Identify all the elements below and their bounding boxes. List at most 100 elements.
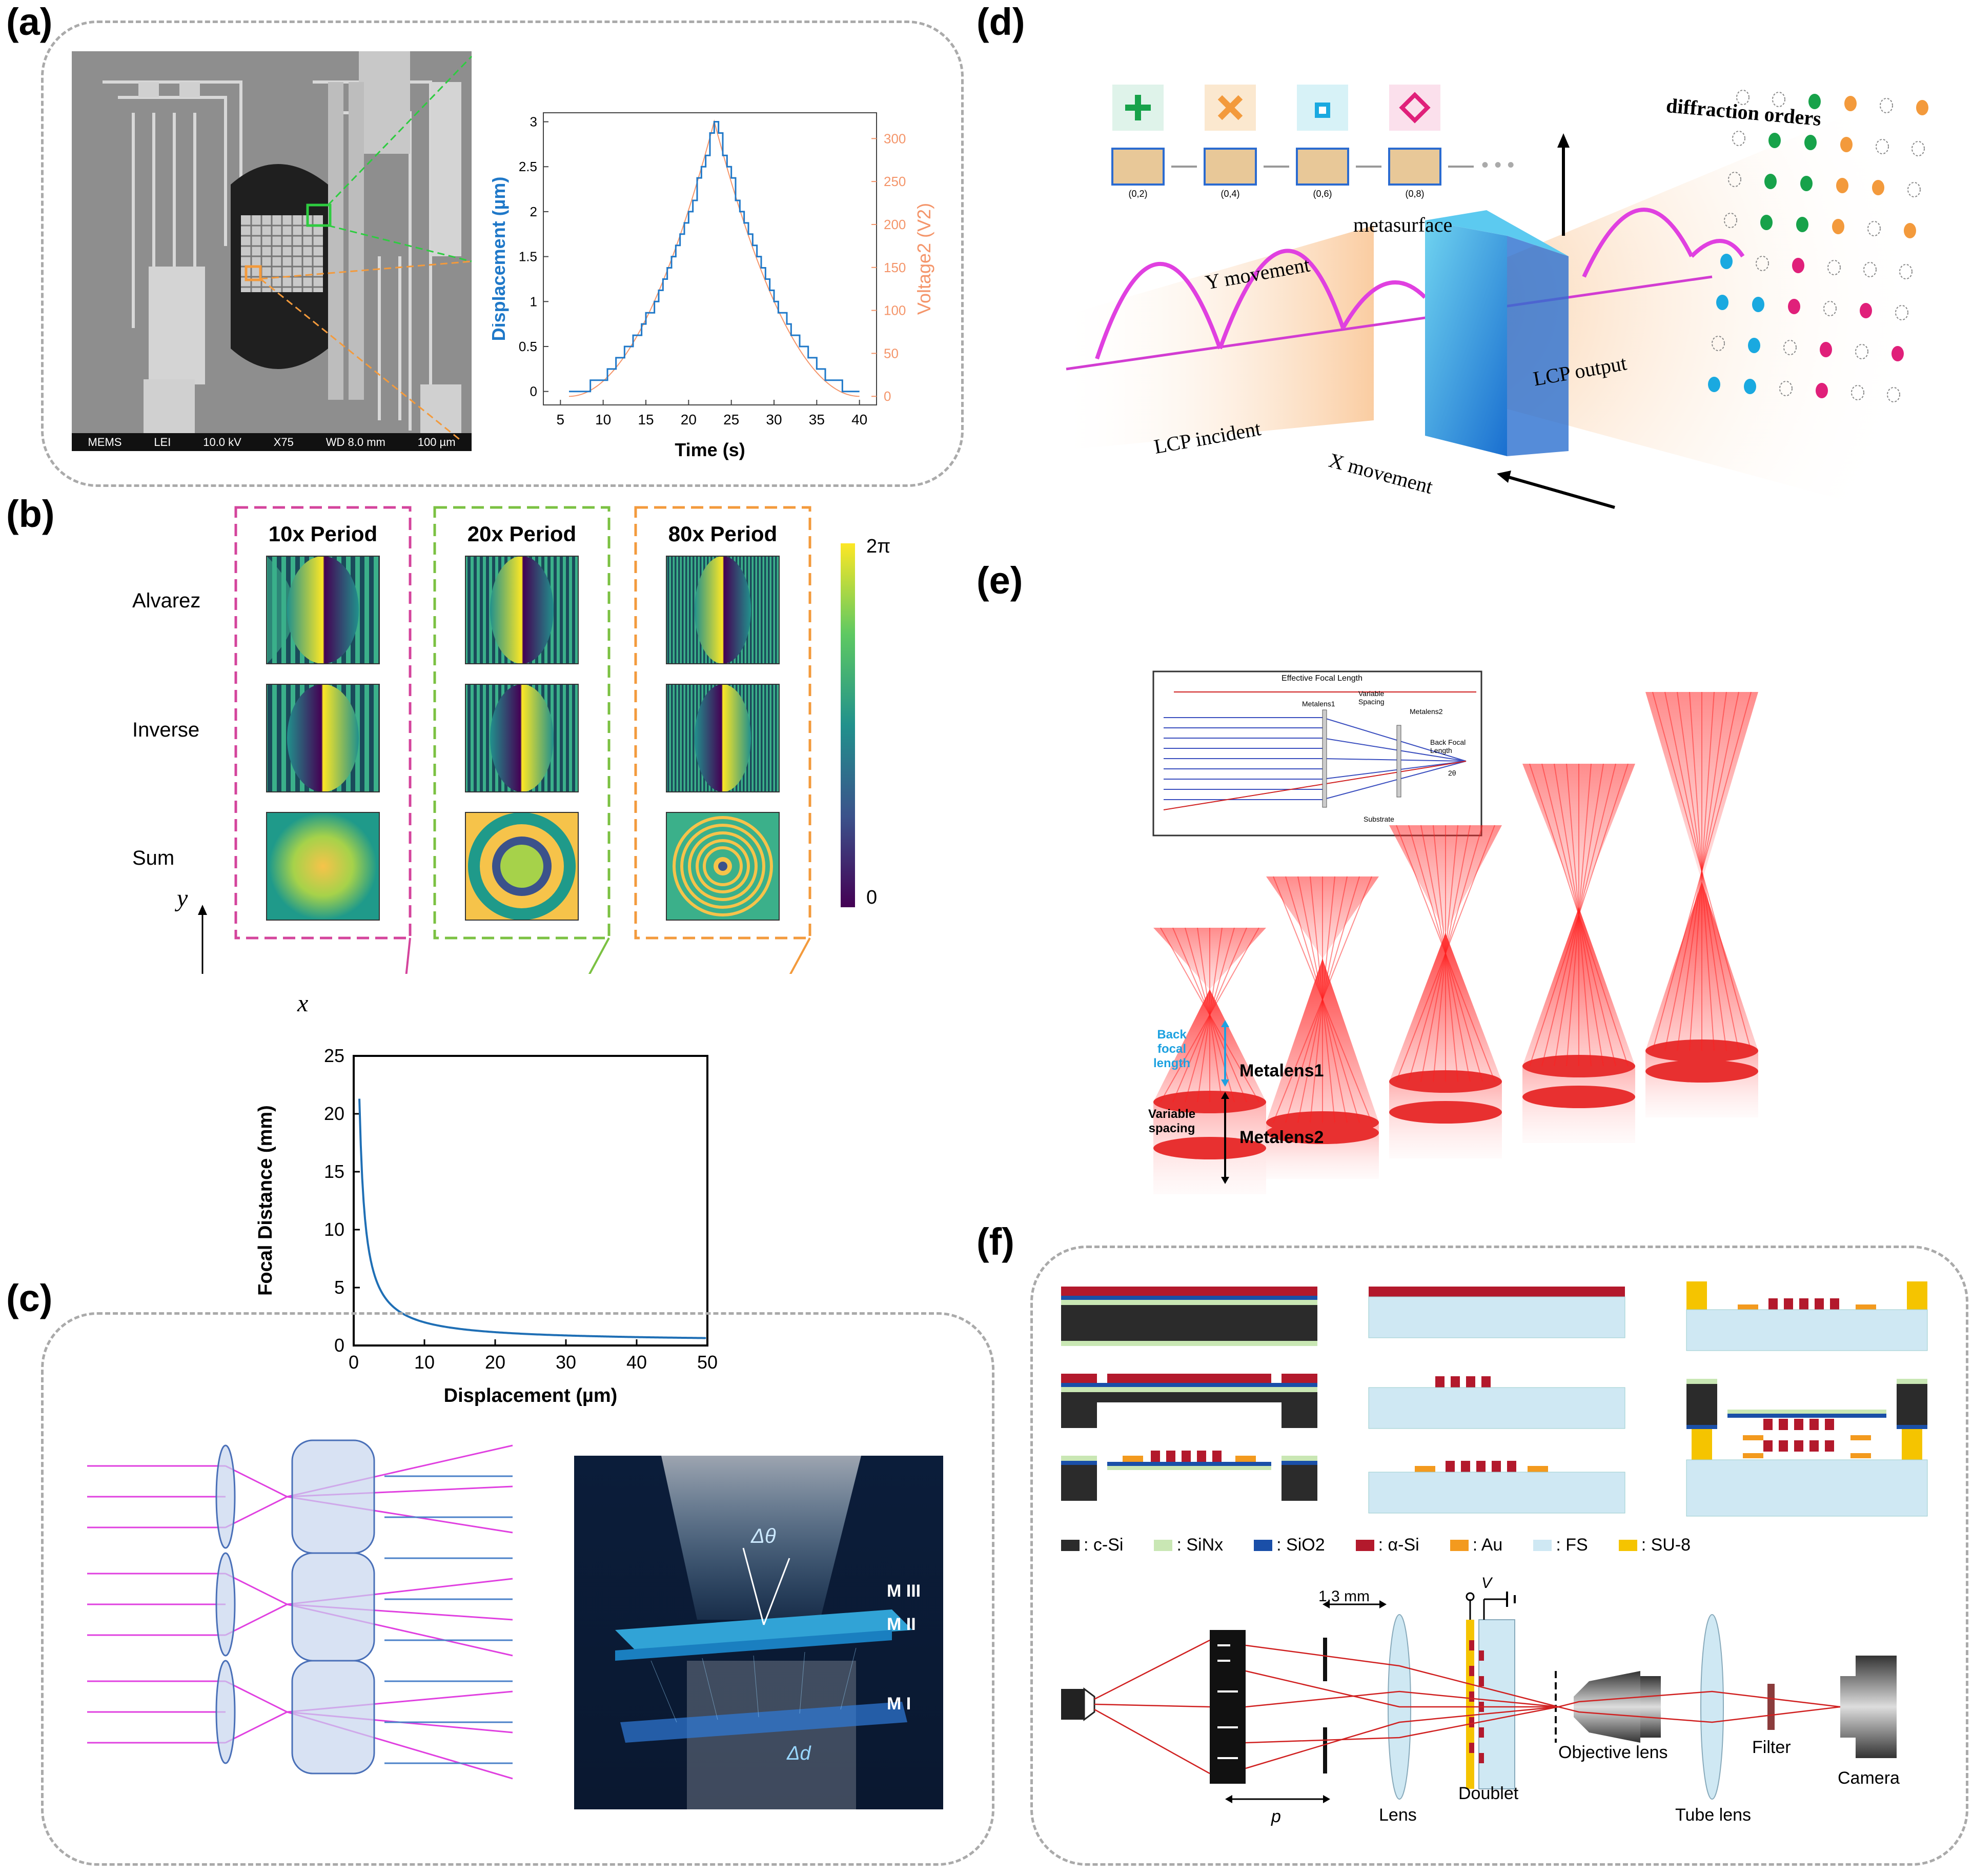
panel-label-c: (c): [6, 1277, 53, 1319]
diffraction-dot: [1744, 379, 1756, 394]
beam-2: [1389, 825, 1502, 1158]
label-delta-d: Δd: [787, 1743, 811, 1764]
chart-b-xtick-4: 40: [626, 1352, 647, 1373]
axis-x-label: x: [297, 990, 309, 1017]
diffraction-dot: [1823, 301, 1837, 316]
sem-bar-1: LEI: [154, 436, 171, 448]
legend-item-sio2: : SiO2: [1254, 1535, 1325, 1555]
chart-b-xlabel: Displacement (µm): [444, 1385, 618, 1406]
label-metalens1: Metalens1: [1239, 1061, 1324, 1080]
row-label-alvarez: Alvarez: [132, 589, 201, 612]
diffraction-dot: [1724, 213, 1737, 228]
diffraction-dot: [1796, 217, 1808, 232]
diffraction-dot: [1899, 264, 1913, 279]
chart-a-yltick-1: 0.5: [519, 339, 537, 354]
diffraction-dot: [1779, 381, 1793, 396]
panel-label-e: (e): [977, 559, 1023, 602]
chart-b-ytick-5: 25: [324, 1046, 344, 1066]
chart-b-ytick-1: 5: [334, 1277, 344, 1298]
chart-a-xtick-5: 30: [766, 412, 782, 427]
chart-b-ylabel: Focal Distance (mm): [255, 1105, 276, 1296]
diffraction-dot: [1768, 133, 1781, 148]
chart-a-xtick-6: 35: [809, 412, 825, 427]
panel-label-d: (d): [977, 1, 1025, 43]
chart-a-yrtick-5: 250: [884, 174, 906, 189]
colorbar-bottom-label: 0: [866, 887, 878, 908]
column-box-80x: [634, 506, 811, 940]
diffraction-dot: [1752, 297, 1764, 312]
diffraction-dot: [1863, 262, 1877, 277]
diffraction-dot: [1907, 182, 1921, 197]
column-box-20x: [433, 506, 611, 940]
label-m1: M I: [887, 1694, 911, 1714]
chart-b-xtick-0: 0: [349, 1352, 359, 1373]
beam-0: [1153, 927, 1266, 1194]
diffraction-dot: [1851, 385, 1864, 400]
inset-bfl: Back Focal Length: [1430, 738, 1466, 755]
setup-camera: Camera: [1838, 1768, 1900, 1788]
panel-d-diagram: [1056, 82, 1928, 523]
panel-label-a: (a): [6, 1, 53, 43]
diffraction-dot: [1804, 135, 1817, 150]
chart-a-xtick-0: 5: [557, 412, 565, 427]
sem-bar-0: MEMS: [88, 436, 122, 448]
chart-a-yrtick-0: 0: [884, 389, 891, 404]
setup-lens: Lens: [1379, 1805, 1417, 1825]
metasurface-stack-image: [574, 1456, 943, 1809]
row-label-sum: Sum: [132, 847, 175, 869]
diffraction-dot: [1732, 131, 1745, 146]
column-title-10x: 10x Period: [268, 522, 378, 546]
chart-a-ylabel-left: Displacement (µm): [492, 177, 509, 341]
diffraction-dot: [1840, 137, 1853, 152]
panel-e-arrows: [1221, 1020, 1229, 1184]
inset-m2: Metalens2: [1410, 707, 1443, 716]
fab-process-diagram: [1061, 1281, 1928, 1517]
sem-bar-2: 10.0 kV: [203, 436, 241, 448]
beam-1: [1266, 876, 1379, 1179]
inset-spacing: Variable Spacing: [1358, 689, 1385, 706]
zoom-lines: [260, 55, 473, 442]
chart-a-yltick-5: 2.5: [519, 159, 537, 174]
panel-label-b: (b): [6, 493, 55, 535]
diffraction-dot: [1728, 172, 1741, 187]
legend-item-au: : Au: [1450, 1535, 1502, 1555]
diffraction-dot: [1712, 336, 1725, 351]
setup-objective: Objective lens: [1558, 1743, 1668, 1762]
material-legend: : c-Si : SiNx : SiO2 : α-Si : Au : FS : …: [1061, 1535, 1933, 1555]
column-title-20x: 20x Period: [467, 522, 577, 546]
diffraction-dot: [1916, 100, 1928, 115]
diffraction-dot: [1860, 303, 1872, 318]
axis-y-label: y: [177, 885, 188, 912]
chart-a-yrtick-3: 150: [884, 260, 906, 275]
diffraction-dot: [1872, 180, 1884, 195]
chart-a-yltick-2: 1: [530, 294, 537, 309]
legend-item-sinx: : SiNx: [1154, 1535, 1223, 1555]
legend-item-a-si: : α-Si: [1355, 1535, 1419, 1555]
diffraction-dot: [1772, 92, 1785, 107]
sem-bar-3: X75: [273, 436, 294, 448]
inset-sub: Substrate: [1364, 815, 1394, 823]
label-back-focal-length: Back focal length: [1153, 1028, 1190, 1070]
diffraction-dot: [1816, 383, 1828, 398]
chart-a-xtick-3: 20: [681, 412, 697, 427]
chart-a-ylabel-right: Voltage2 (V2): [913, 203, 934, 315]
legend-item-su8: : SU-8: [1618, 1535, 1691, 1555]
chart-a-yltick-3: 1.5: [519, 249, 537, 264]
diffraction-dot: [1736, 90, 1750, 105]
chart-b-ytick-0: 0: [334, 1335, 344, 1356]
chart-b-xtick-5: 50: [697, 1352, 718, 1373]
column-title-80x: 80x Period: [668, 522, 778, 546]
column-box-10x: [234, 506, 412, 940]
setup-filter: Filter: [1752, 1738, 1791, 1757]
setup-v: V: [1481, 1575, 1492, 1592]
diffraction-dot: [1720, 254, 1733, 269]
diffraction-dot: [1832, 219, 1844, 234]
sem-bar-5: 100 µm: [417, 436, 456, 448]
colorbar: [841, 543, 855, 907]
diffraction-dot: [1783, 340, 1797, 355]
setup-tube: Tube lens: [1675, 1805, 1752, 1825]
panel-c-frame: [41, 1312, 994, 1866]
chart-a-yltick-6: 3: [530, 114, 537, 130]
diffraction-dot: [1876, 139, 1889, 154]
